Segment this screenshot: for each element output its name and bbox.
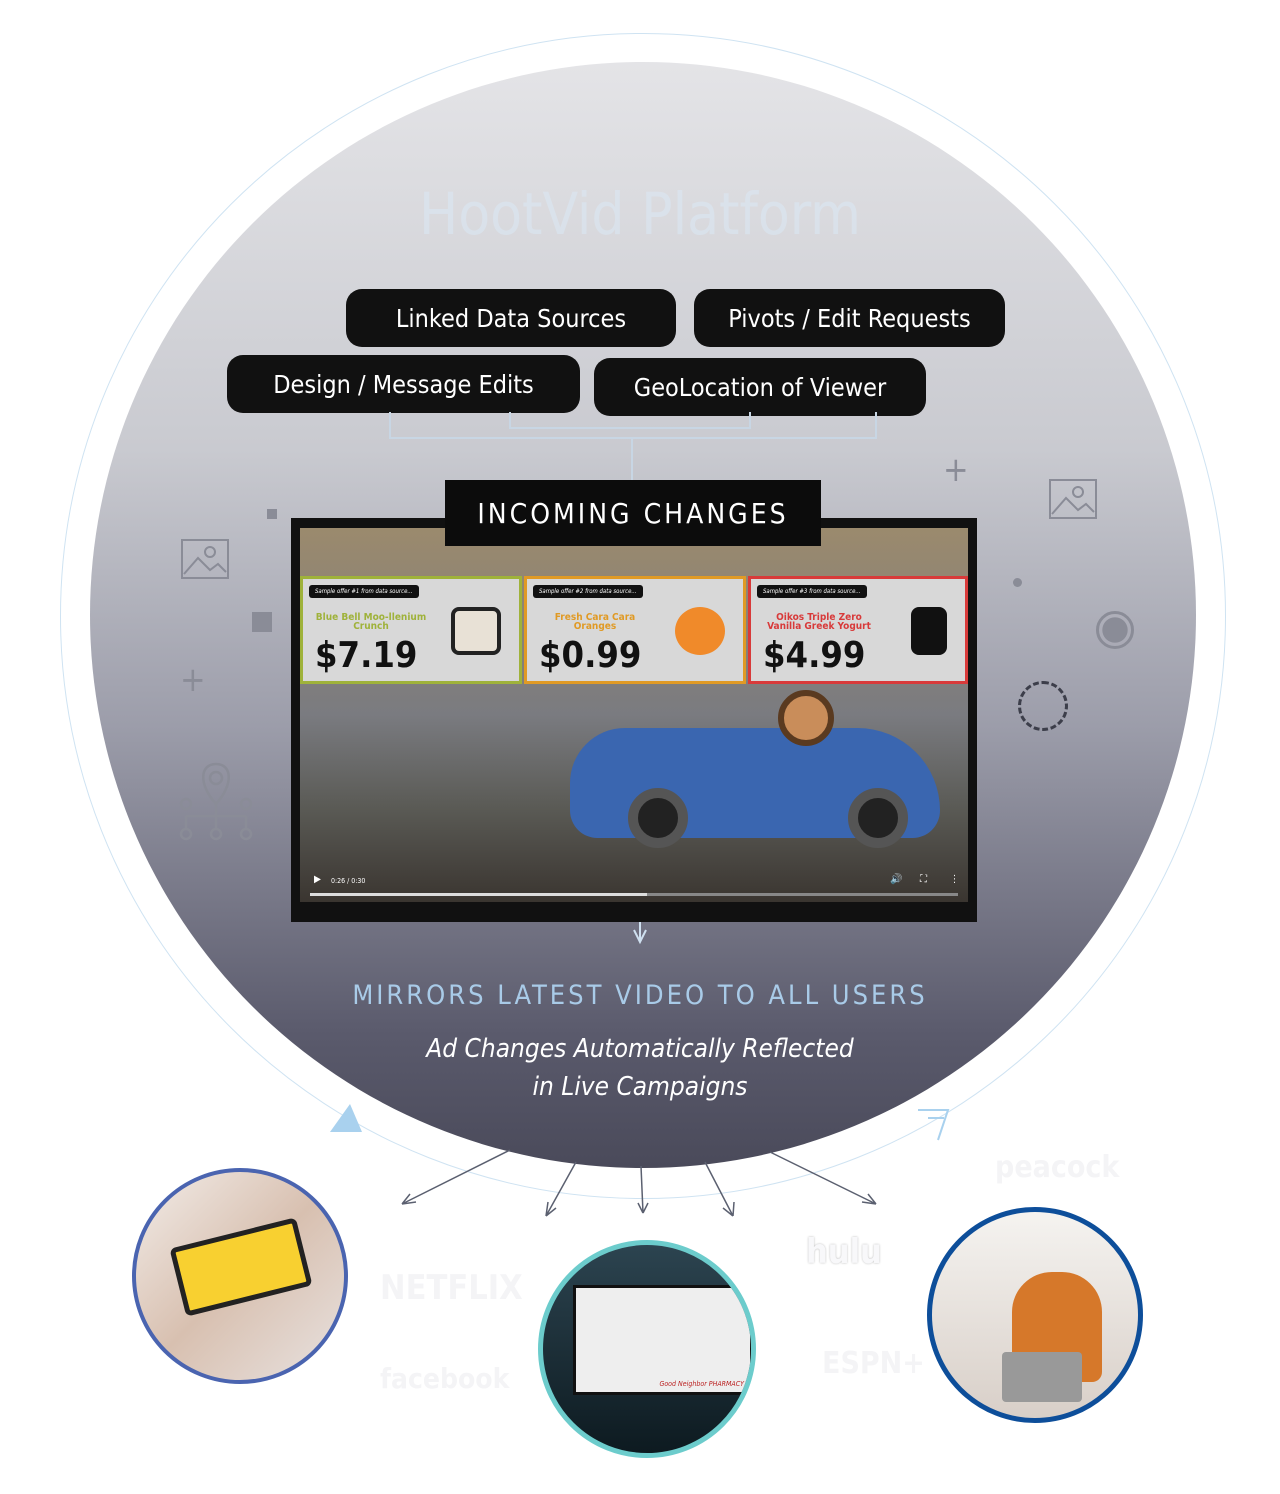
driver-illustration: [778, 690, 834, 746]
video-player[interactable]: Sample offer #1 from data source... Blue…: [300, 528, 968, 902]
tv-ad-brand: Good Neighbor PHARMACY: [659, 1380, 744, 1388]
orange-image: [675, 607, 725, 655]
car-wheel: [848, 788, 908, 848]
phone-screen: [169, 1217, 313, 1317]
connected-tv-image: Good Neighbor PHARMACY: [538, 1240, 756, 1458]
netflix-logo: NETFLIX: [380, 1268, 523, 1308]
arrow-right-icon: [918, 1109, 950, 1141]
car-wheel: [628, 788, 688, 848]
input-geolocation: GeoLocation of Viewer: [594, 358, 926, 416]
offer-tag: Sample offer #3 from data source...: [757, 585, 867, 598]
offer-card-3: Sample offer #3 from data source... Oiko…: [748, 576, 968, 684]
offer-price: $4.99: [763, 635, 866, 676]
square-icon: [267, 509, 277, 519]
subtitle-line-1: Ad Changes Automatically Reflected: [426, 1034, 854, 1064]
image-icon: [1049, 479, 1097, 519]
square-icon: [252, 612, 272, 632]
fullscreen-icon[interactable]: ⛶: [920, 874, 927, 885]
progress-bar[interactable]: [310, 893, 958, 896]
offer-card-1: Sample offer #1 from data source... Blue…: [300, 576, 522, 684]
offer-card-2: Sample offer #2 from data source... Fres…: [524, 576, 746, 684]
offer-name: Blue Bell Moo-llenium Crunch: [315, 612, 427, 632]
plus-icon: +: [943, 450, 969, 490]
video-time: 0:26 / 0:30: [331, 877, 366, 885]
offer-name: Fresh Cara Cara Oranges: [554, 612, 636, 632]
mobile-device-image: [132, 1168, 348, 1384]
tv-screen: Good Neighbor PHARMACY: [573, 1285, 751, 1395]
record-icon: [1096, 611, 1134, 649]
dashed-circle-icon: [1018, 681, 1068, 731]
plus-icon: +: [180, 660, 206, 700]
video-controls: ▶ 0:26 / 0:30 🔊 ⛶ ⋮: [300, 870, 968, 900]
peacock-logo: peacock: [995, 1150, 1120, 1185]
location-network-icon: [179, 762, 253, 841]
hulu-logo: hulu: [806, 1232, 882, 1272]
input-pivots-edit-requests: Pivots / Edit Requests: [694, 289, 1005, 347]
offer-tag: Sample offer #2 from data source...: [533, 585, 643, 598]
platform-title: HootVid Platform: [418, 180, 862, 248]
facebook-logo: facebook: [380, 1362, 510, 1395]
input-linked-data-sources: Linked Data Sources: [346, 289, 676, 347]
offer-price: $0.99: [539, 635, 642, 676]
play-icon[interactable]: ▶: [314, 874, 321, 885]
input-design-message-edits: Design / Message Edits: [227, 355, 580, 413]
volume-icon[interactable]: 🔊: [890, 874, 903, 885]
laptop-user-image: [927, 1207, 1143, 1423]
dot-icon: [1013, 578, 1022, 587]
offer-tag: Sample offer #1 from data source...: [309, 585, 419, 598]
arrow-left-icon: [330, 1104, 362, 1132]
more-icon[interactable]: ⋮: [950, 874, 959, 885]
yogurt-image: [911, 607, 947, 655]
ice-cream-image: [451, 607, 501, 655]
image-icon: [181, 539, 229, 579]
espn-plus-logo: ESPN+: [822, 1346, 925, 1381]
offer-name: Oikos Triple Zero Vanilla Greek Yogurt: [767, 612, 871, 632]
incoming-changes-label: INCOMING CHANGES: [445, 480, 821, 546]
progress-fill: [310, 893, 647, 896]
offer-price: $7.19: [315, 635, 418, 676]
mirror-heading: MIRRORS LATEST VIDEO TO ALL USERS: [352, 980, 928, 1011]
subtitle-line-2: in Live Campaigns: [532, 1072, 748, 1102]
laptop-illustration: [1002, 1352, 1082, 1402]
